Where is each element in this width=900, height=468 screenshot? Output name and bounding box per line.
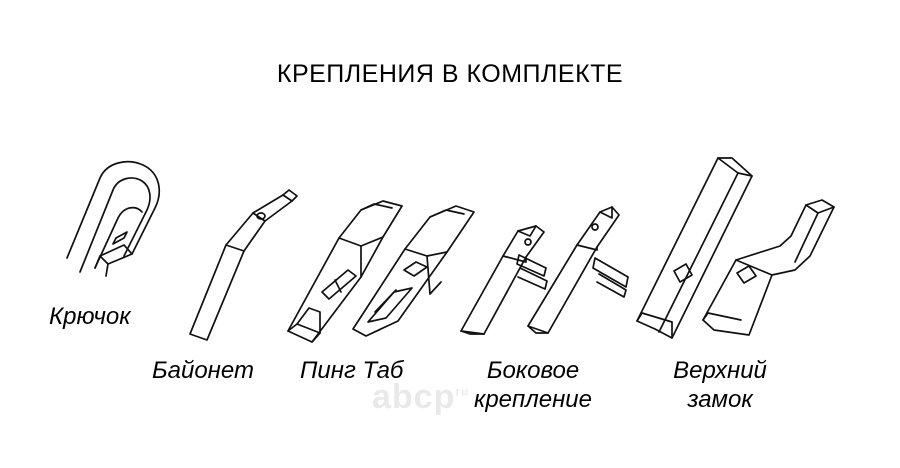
label-bayonet: Байонет	[152, 357, 254, 384]
label-top-lock-line2: замок	[687, 386, 753, 413]
side-pin-adapter-icon	[460, 206, 629, 335]
label-top-lock: Верхний замок	[645, 356, 795, 414]
label-side-pin-line2: крепление	[473, 386, 593, 413]
pinch-tab-adapter-icon	[287, 200, 475, 343]
top-lock-adapter-icon	[636, 157, 835, 339]
label-pinch-tab: Пинг Таб	[300, 357, 404, 384]
watermark-text: abcp	[372, 378, 456, 416]
page-title: КРЕПЛЕНИЯ В КОМПЛЕКТЕ	[276, 60, 624, 88]
watermark-suffix: ru	[455, 384, 470, 399]
bayonet-adapter-icon	[189, 189, 298, 341]
label-hook: Крючок	[49, 303, 131, 330]
watermark: abcpru	[372, 378, 469, 417]
label-side-pin: Боковое крепление	[458, 356, 608, 414]
hook-adapter-icon	[66, 160, 161, 277]
label-side-pin-line1: Боковое	[486, 357, 580, 384]
label-top-lock-line1: Верхний	[673, 357, 767, 384]
